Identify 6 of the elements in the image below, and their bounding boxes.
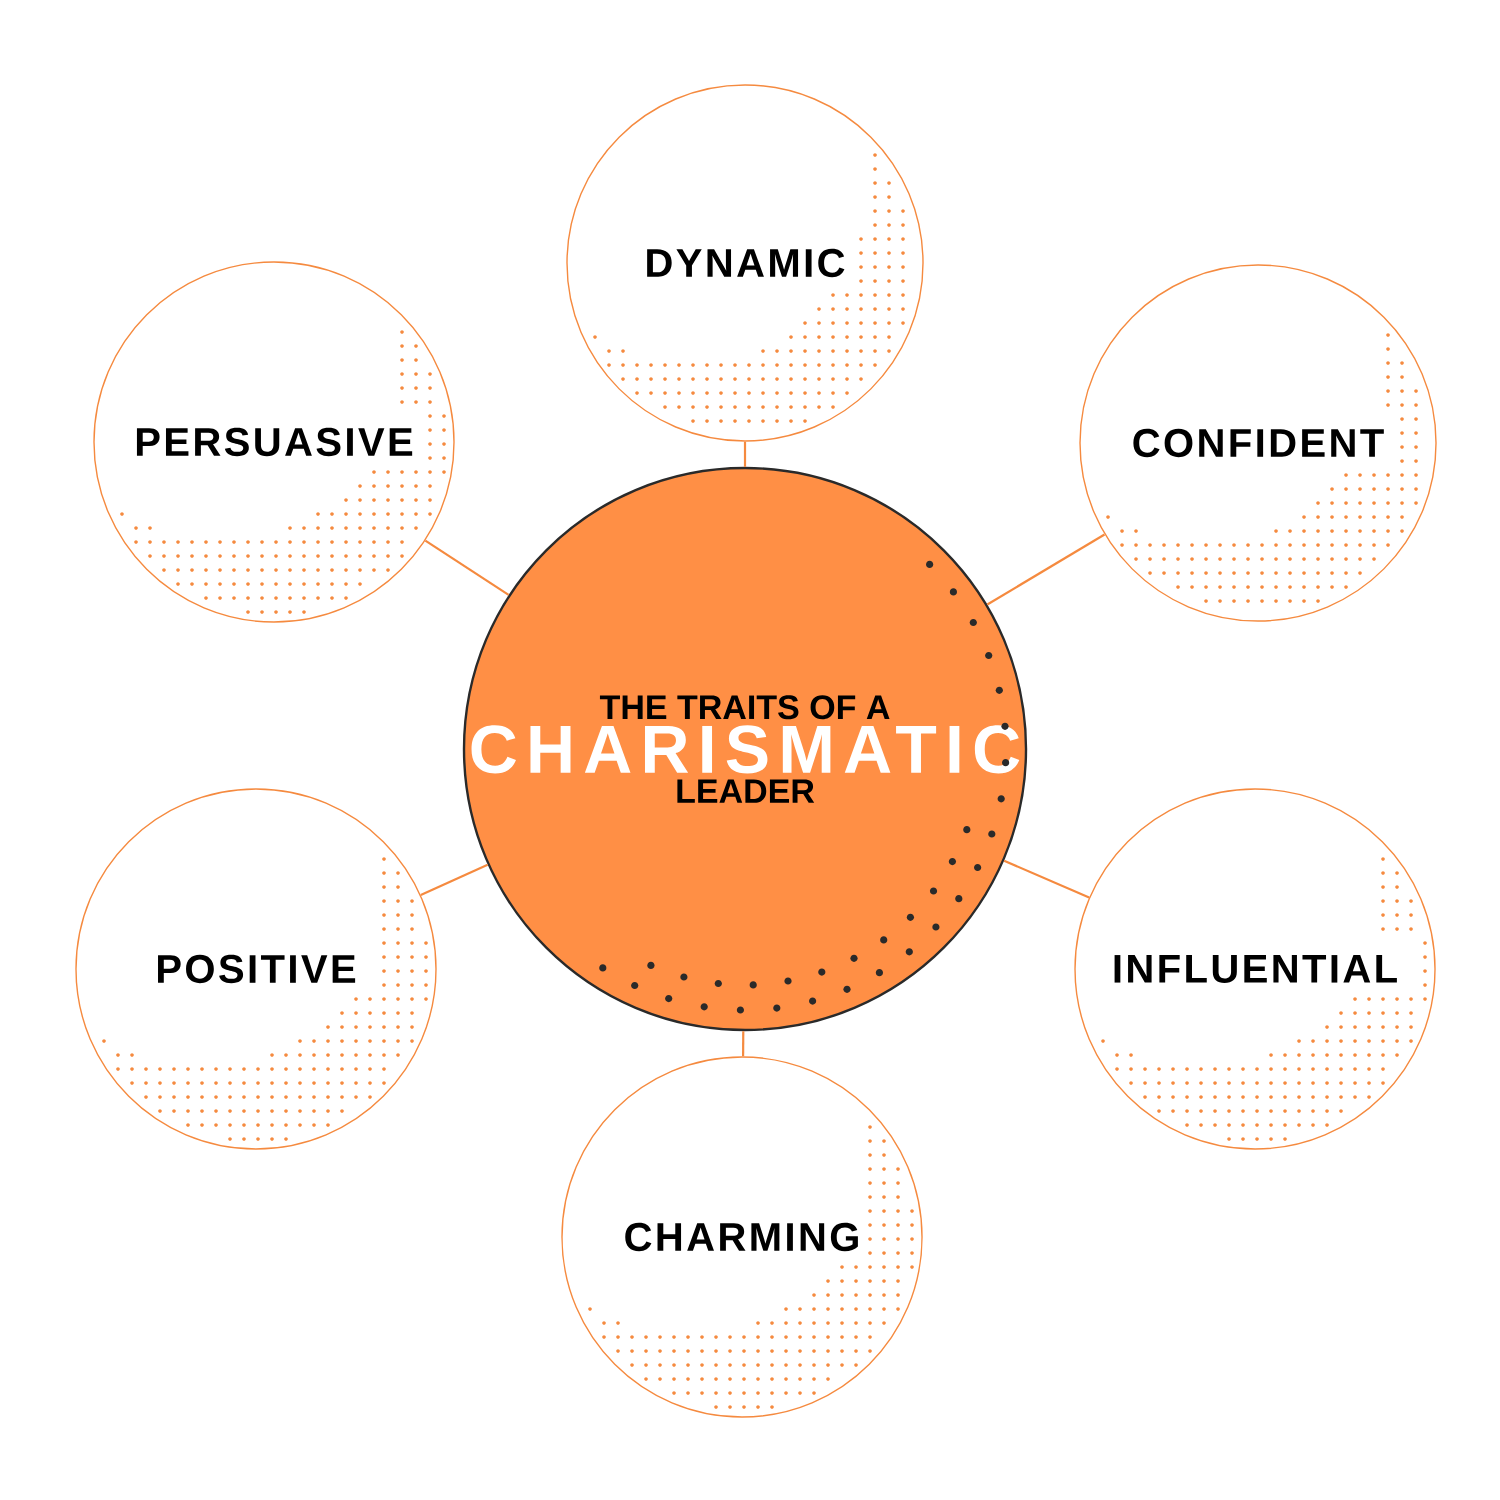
connector-line <box>424 539 510 596</box>
connector-line <box>742 1031 745 1057</box>
connector-line <box>420 863 489 896</box>
connector-line <box>743 441 747 467</box>
connector-line <box>1003 859 1090 899</box>
connector-line <box>986 533 1106 606</box>
